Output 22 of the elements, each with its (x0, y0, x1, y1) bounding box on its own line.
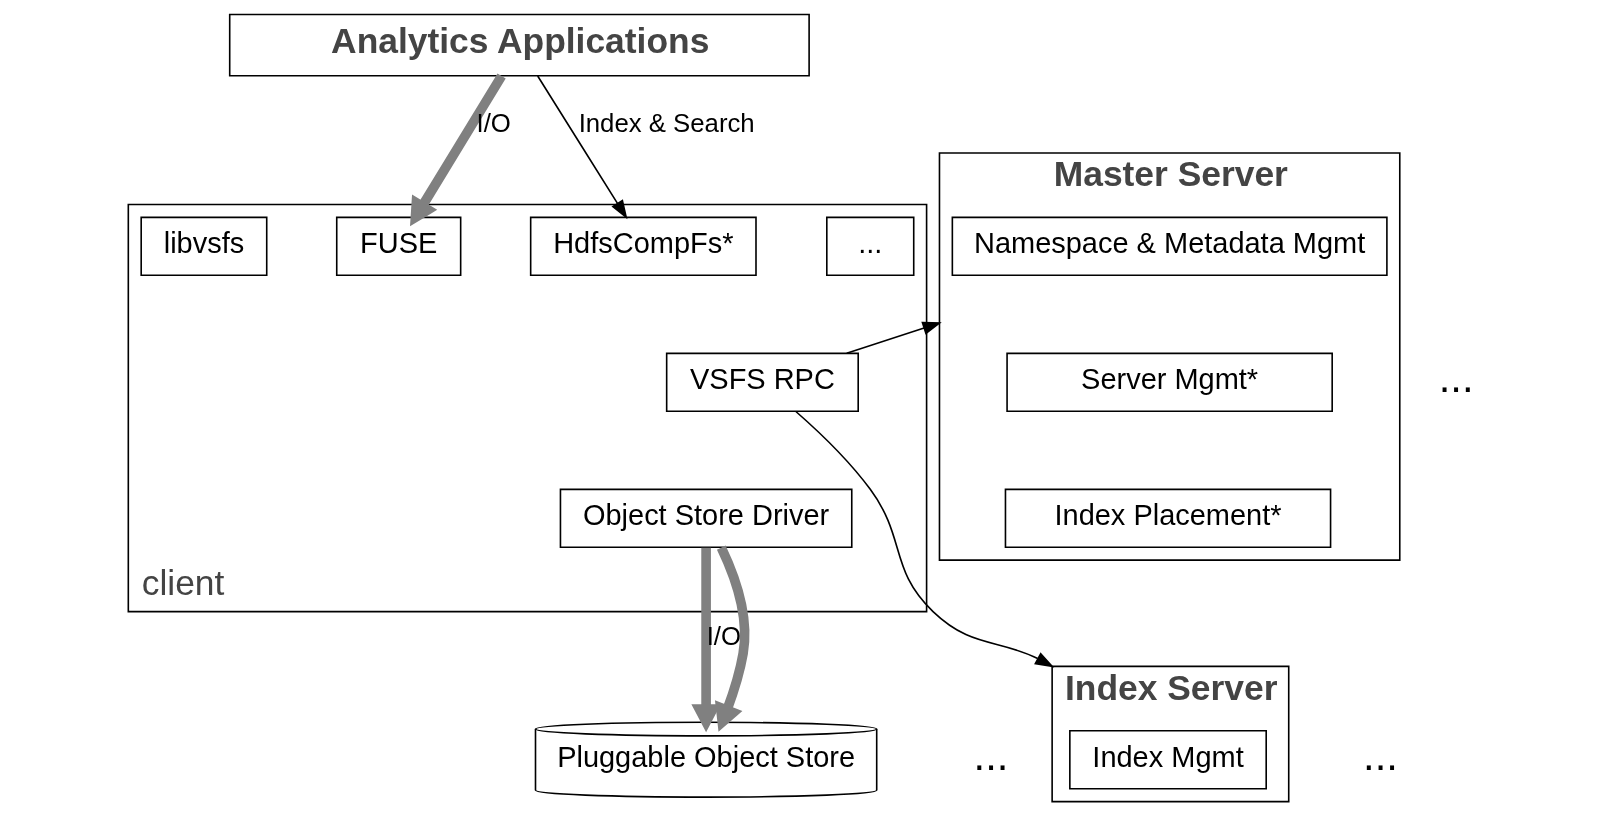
arrow (714, 545, 749, 732)
edge-label: I/O (706, 622, 741, 651)
node-box: Namespace & Metadata Mgmt (951, 216, 1388, 277)
node-box: Server Mgmt* (1005, 352, 1333, 413)
arrow (536, 75, 627, 220)
node-box: libvsfs (139, 216, 268, 277)
node-box: HdfsCompFs* (529, 216, 757, 277)
label: ... (973, 731, 1008, 779)
node-box: Index Mgmt (1068, 729, 1267, 790)
arrow (409, 73, 506, 227)
node-box: FUSE (335, 216, 461, 277)
arrow (794, 410, 1054, 668)
node-box: ... (825, 216, 915, 277)
node-box: Object Store Driver (559, 488, 853, 549)
edge-label: I/O (475, 108, 511, 137)
label: ... (1438, 354, 1474, 402)
edge-label: Index & Search (578, 108, 755, 137)
node-box: VSFS RPC (665, 352, 859, 413)
arrow (845, 321, 942, 355)
label: ... (1362, 731, 1398, 779)
node-box: Index Placement* (1004, 488, 1331, 549)
node-box: Analytics Applications (228, 13, 810, 77)
